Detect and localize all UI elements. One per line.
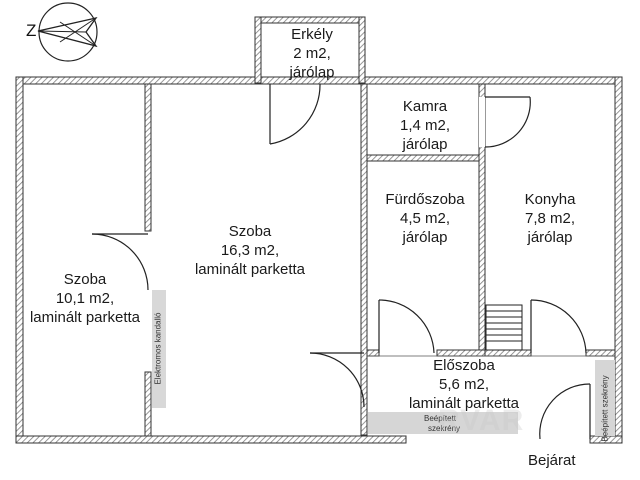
- room-name: Fürdőszoba: [385, 191, 465, 208]
- room-floor: laminált parketta: [408, 395, 520, 412]
- room-label-eloszoba: Előszoba 5,6 m2, laminált parketta: [409, 356, 519, 413]
- room-floor: járólap: [402, 229, 448, 246]
- closet-hall: [368, 412, 518, 434]
- room-name: Szoba: [228, 223, 272, 240]
- walls: [15, 16, 623, 444]
- closet-right: [595, 360, 615, 436]
- room-label-szoba-left: Szoba 10,1 m2, laminált parketta: [30, 270, 140, 327]
- entrance-label: Bejárat: [528, 452, 576, 469]
- room-label-konyha: Konyha 7,8 m2, járólap: [525, 190, 576, 247]
- room-label-erkely: Erkély 2 m2, járólap: [289, 25, 334, 82]
- room-label-szoba-big: Szoba 16,3 m2, laminált parketta: [195, 222, 305, 279]
- kitchen-stairs: [485, 304, 523, 351]
- room-name: Szoba: [63, 271, 107, 288]
- room-label-furdo: Fürdőszoba 4,5 m2, járólap: [385, 190, 464, 247]
- room-area: 7,8 m2,: [524, 210, 576, 227]
- doors: [91, 83, 591, 440]
- room-name: Előszoba: [433, 357, 495, 374]
- heater-label: Elektromos kandalló: [153, 312, 163, 385]
- heater-block: [152, 290, 166, 408]
- room-floor: laminált parketta: [194, 261, 306, 278]
- room-name: Erkély: [291, 26, 333, 43]
- room-label-kamra: Kamra 1,4 m2, járólap: [400, 97, 450, 154]
- watermark: RVAR: [438, 404, 525, 437]
- room-area: 10,1 m2,: [55, 290, 115, 307]
- room-area: 4,5 m2,: [399, 210, 451, 227]
- room-name: Konyha: [524, 191, 576, 208]
- room-area: 2 m2,: [293, 45, 331, 62]
- closet-right-label: Beépített szekrény: [600, 375, 610, 442]
- room-name: Kamra: [402, 98, 448, 115]
- room-floor: járólap: [289, 64, 335, 81]
- closet-hall-label-2: szekrény: [428, 424, 461, 433]
- room-floor: járólap: [402, 136, 448, 153]
- compass-letter: Z: [26, 21, 37, 40]
- room-area: 5,6 m2,: [438, 376, 490, 393]
- closet-hall-label-1: Beépített: [424, 414, 457, 423]
- room-area: 16,3 m2,: [220, 242, 280, 259]
- compass-icon: [37, 2, 98, 62]
- room-floor: laminált parketta: [29, 309, 141, 326]
- room-area: 1,4 m2,: [399, 117, 451, 134]
- room-floor: járólap: [527, 229, 573, 246]
